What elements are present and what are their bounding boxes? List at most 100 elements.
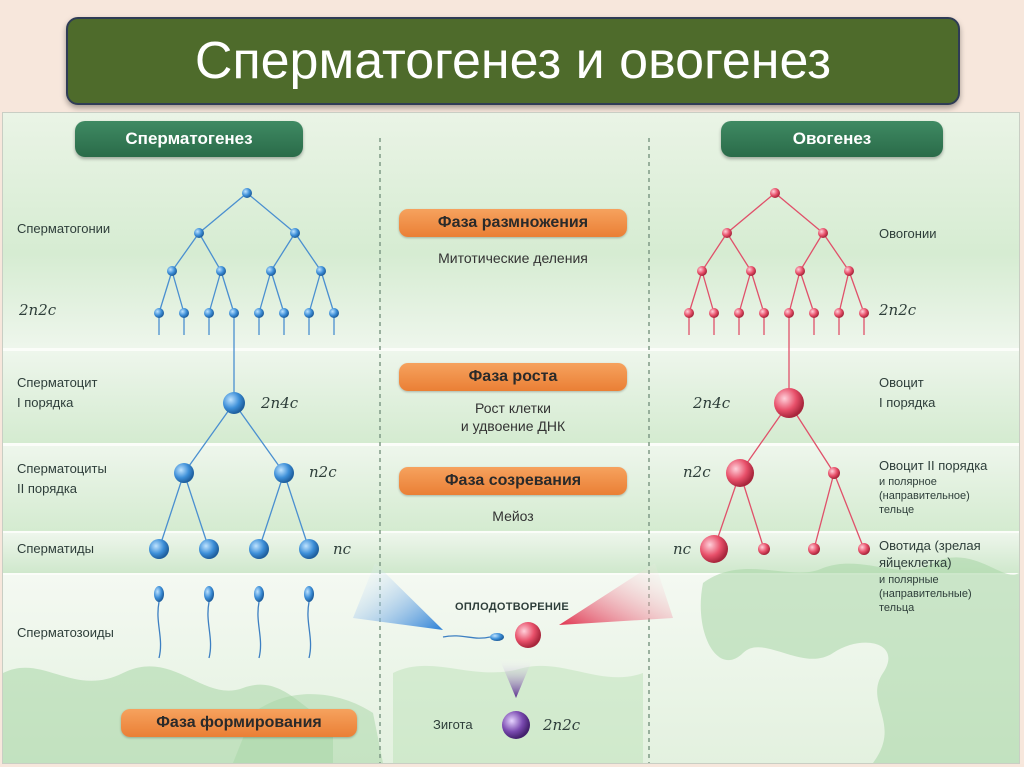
label-ootid-line2: яйцеклетка) <box>879 555 952 570</box>
oogonium-cell <box>784 308 794 318</box>
female-arrow-icon <box>559 563 673 625</box>
oocyte-1-cell <box>774 388 804 418</box>
polar-body-cell <box>808 543 820 555</box>
formula-spermatocyte-2: n2c <box>309 463 337 481</box>
spermatogonium-cell <box>167 266 177 276</box>
spermatid-cell <box>199 539 219 559</box>
oogonium-cell <box>759 308 769 318</box>
spermatogonium-cell <box>304 308 314 318</box>
phase-reproduction: Фаза размножения <box>399 209 627 237</box>
spermatogonium-cell <box>279 308 289 318</box>
formula-spermatogonia: 2n2c <box>19 301 57 319</box>
fertilizing-sperm-icon <box>442 633 504 641</box>
label-spermatids: Сперматиды <box>17 541 94 556</box>
oogonium-cell <box>809 308 819 318</box>
phase-formation: Фаза формирования <box>121 709 357 737</box>
polar-body-cell <box>758 543 770 555</box>
label-polar-bodies-line1: и полярные <box>879 574 939 586</box>
spermatogonium-cell <box>290 228 300 238</box>
header-spermatogenesis: Сперматогенез <box>75 121 303 157</box>
label-oocyte-1-line1: Овоцит <box>879 375 924 390</box>
header-oogenesis: Овогенез <box>721 121 943 157</box>
oogonium-cell <box>859 308 869 318</box>
spermatogonium-cell <box>229 308 239 318</box>
formula-zygote: 2n2c <box>543 716 581 734</box>
oogonium-cell <box>795 266 805 276</box>
spermatogonium-cell <box>154 308 164 318</box>
spermatogonium-cell <box>316 266 326 276</box>
spermatocyte-2-cell <box>274 463 294 483</box>
label-polar-body-1-line1: и полярное <box>879 476 937 488</box>
female-cells <box>684 188 870 563</box>
oogonium-cell <box>770 188 780 198</box>
spermatid-cell <box>149 539 169 559</box>
spermatocyte-2-cell <box>174 463 194 483</box>
spermatogonium-cell <box>179 308 189 318</box>
oocyte-2-cell <box>726 459 754 487</box>
slide-title: Сперматогенез и овогенез <box>66 17 960 105</box>
formula-oocyte-1: 2n4c <box>693 394 731 412</box>
formula-oogonia: 2n2c <box>879 301 917 319</box>
sperm-icon <box>154 586 164 659</box>
spermatid-cell <box>299 539 319 559</box>
label-spermatocyte-1-line1: Сперматоцит <box>17 375 98 390</box>
zygote-cell <box>502 711 530 739</box>
polar-body-cell <box>858 543 870 555</box>
oogonium-cell <box>709 308 719 318</box>
label-oocyte-2: Овоцит II порядка <box>879 458 988 473</box>
spermatogonium-cell <box>329 308 339 318</box>
label-ootid-line1: Овотида (зрелая <box>879 538 981 553</box>
spermatozoa <box>154 586 314 659</box>
polar-body-cell <box>828 467 840 479</box>
label-zygote: Зигота <box>433 717 473 732</box>
oogonium-cell <box>834 308 844 318</box>
sperm-icon <box>204 586 214 659</box>
spermatogonium-cell <box>204 308 214 318</box>
oogonium-cell <box>697 266 707 276</box>
sperm-icon <box>304 586 314 659</box>
ootid-cell <box>700 535 728 563</box>
phase-reproduction-desc: Митотические деления <box>438 250 588 266</box>
phase-maturation: Фаза созревания <box>399 467 627 495</box>
phase-growth-desc-line1: Рост клетки <box>475 400 551 416</box>
label-oocyte-1-line2: I порядка <box>879 395 936 410</box>
formula-oocyte-2: n2c <box>683 463 711 481</box>
zygote-arrow-icon <box>499 658 533 698</box>
spermatogonium-cell <box>216 266 226 276</box>
spermatogonium-cell <box>242 188 252 198</box>
female-mitosis-lines <box>688 192 865 550</box>
label-spermatocyte-1-line2: I порядка <box>17 395 74 410</box>
spermatogenesis-tree <box>149 188 870 739</box>
label-spermatozoa: Сперматозоиды <box>17 625 114 640</box>
diagram-panel: Сперматогенез Овогенез <box>2 112 1020 764</box>
spermatogonium-cell <box>194 228 204 238</box>
phase-growth-desc-line2: и удвоение ДНК <box>460 418 566 434</box>
formula-ootid: nc <box>673 540 692 558</box>
label-spermatogonia: Сперматогонии <box>17 221 111 236</box>
formula-spermatocyte-1: 2n4c <box>261 394 299 412</box>
label-fertilization: ОПЛОДОТВОРЕНИЕ <box>455 601 569 613</box>
male-arrow-icon <box>353 563 443 630</box>
label-spermatocytes-2-line2: II порядка <box>17 481 78 496</box>
label-oogonia: Овогонии <box>879 226 937 241</box>
blob-right <box>700 557 1019 763</box>
oogonium-cell <box>722 228 732 238</box>
label-polar-bodies-line2: (направительные) <box>879 588 972 600</box>
label-polar-bodies-line3: тельца <box>879 602 915 614</box>
male-cells <box>149 188 339 559</box>
label-polar-body-1-line3: тельце <box>879 504 915 516</box>
phase-maturation-desc: Мейоз <box>492 508 534 524</box>
egg-cell <box>515 622 541 648</box>
formula-spermatids: nc <box>333 540 352 558</box>
oogonium-cell <box>818 228 828 238</box>
oogonium-cell <box>684 308 694 318</box>
phase-growth: Фаза роста <box>399 363 627 391</box>
spermatogonium-cell <box>266 266 276 276</box>
oogonium-cell <box>734 308 744 318</box>
label-spermatocytes-2-line1: Сперматоциты <box>17 461 107 476</box>
oogonium-cell <box>746 266 756 276</box>
spermatogonium-cell <box>254 308 264 318</box>
sperm-icon <box>254 586 264 659</box>
label-polar-body-1-line2: (направительное) <box>879 490 970 502</box>
male-mitosis-lines <box>158 192 335 550</box>
